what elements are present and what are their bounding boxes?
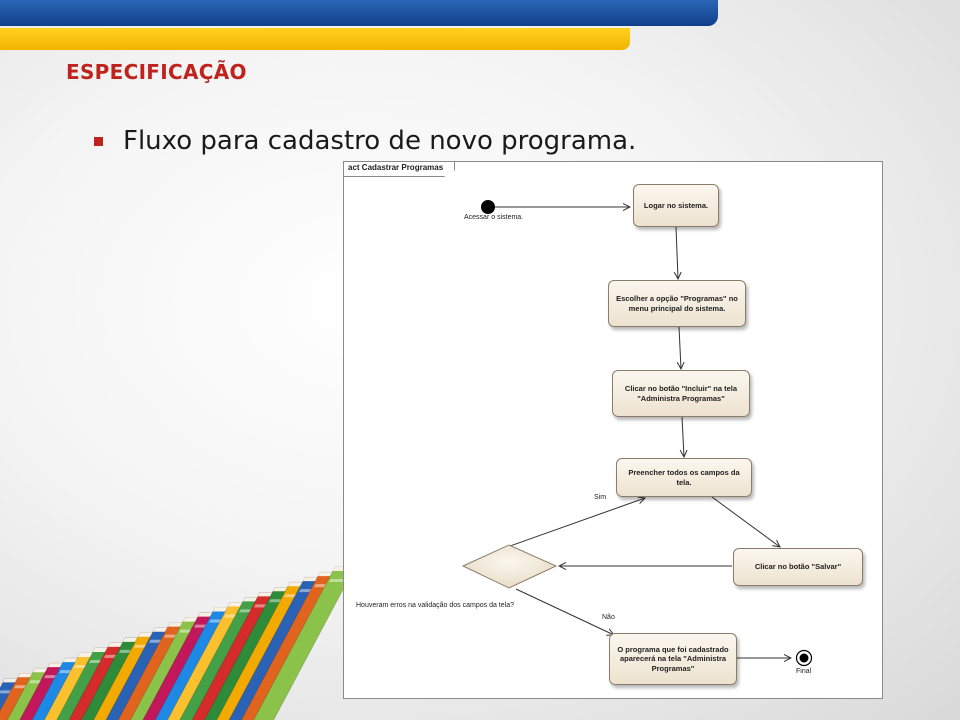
diagram-connectors [461, 200, 813, 667]
frame-title-tab [344, 162, 455, 177]
books-decoration [0, 566, 350, 720]
edge-decision-fill [495, 498, 645, 552]
edge-login-programs [676, 226, 678, 279]
node-include-button: Clicar no botão "Incluir" na tela "Admin… [612, 370, 750, 417]
node-save-button: Clicar no botão "Salvar" [733, 548, 863, 586]
edge-programs-include [679, 326, 681, 369]
header-bar-yellow [0, 28, 630, 50]
section-title: ESPECIFICAÇÃO [66, 60, 247, 84]
bullet-item: Fluxo para cadastro de novo programa. [94, 126, 636, 156]
edge-fill-save [711, 496, 780, 547]
final-label: Final [796, 668, 812, 675]
bullet-text: Fluxo para cadastro de novo programa. [123, 126, 637, 156]
edge-decision-result [515, 588, 614, 635]
header-bar-blue [0, 0, 718, 26]
start-node-icon [481, 200, 495, 214]
no-label: Não [602, 614, 615, 621]
node-programs-option: Escolher a opção "Programas" no menu pri… [608, 280, 746, 327]
yes-label: Sim [594, 494, 607, 501]
final-node-inner-icon [799, 653, 809, 663]
start-label: Acessar o sistema. [464, 214, 524, 221]
decision-node-icon [461, 544, 558, 589]
bullet-square-icon [94, 136, 103, 146]
node-fill-fields: Preencher todos os campos da tela. [616, 458, 752, 497]
edge-include-fill [682, 416, 684, 457]
node-login: Logar no sistema. [633, 184, 719, 227]
node-program-shown: O programa que foi cadastrado aparecerá … [609, 633, 737, 685]
decision-question: Houveram erros na validação dos campos d… [356, 602, 514, 609]
activity-diagram: act Cadastrar Programas Acessar o sistem… [343, 161, 883, 699]
frame-title: act Cadastrar Programas [348, 163, 444, 172]
